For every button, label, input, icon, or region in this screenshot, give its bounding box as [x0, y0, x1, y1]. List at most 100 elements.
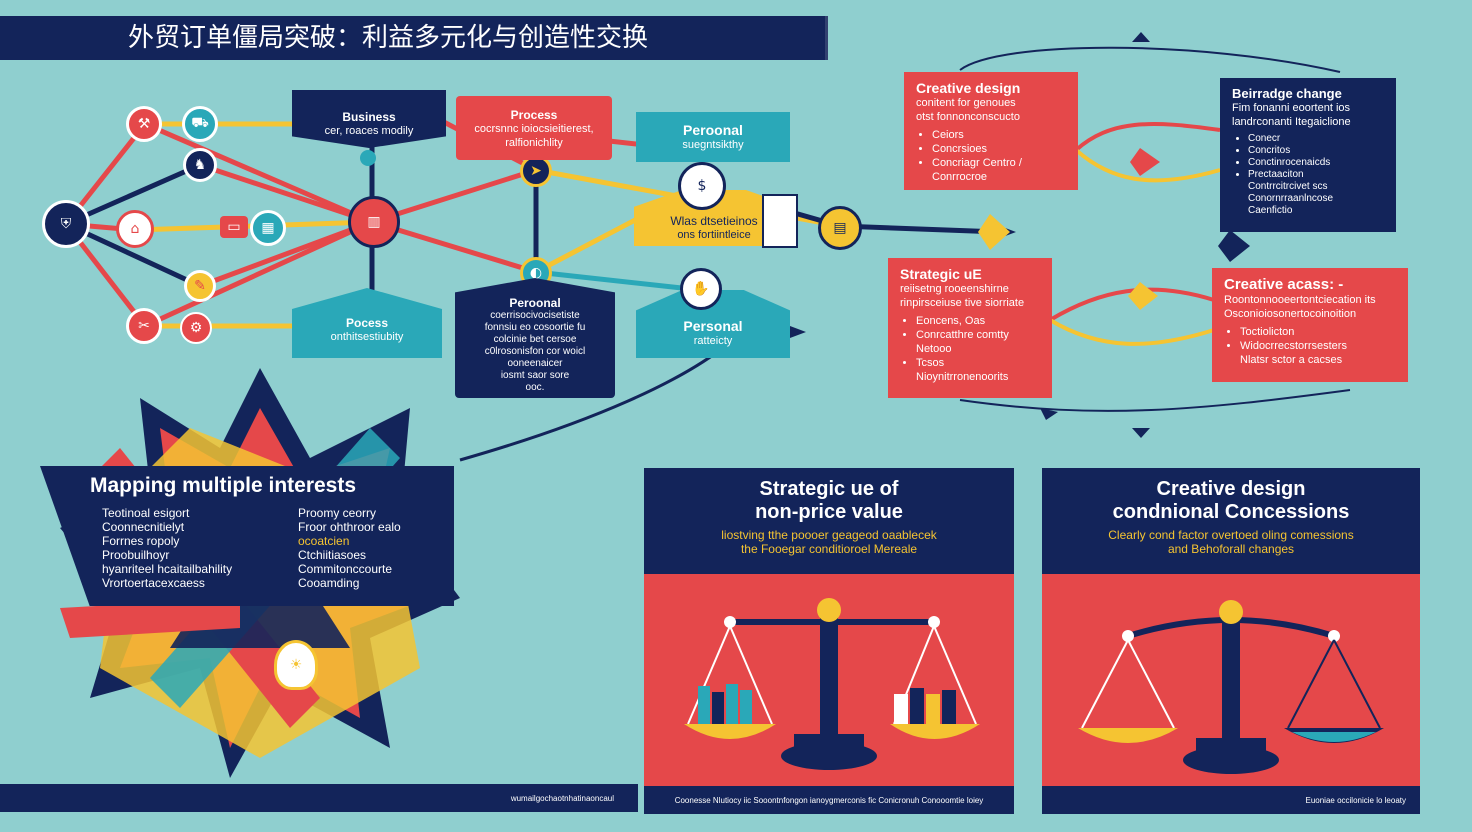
handshake-icon: ✋: [680, 268, 722, 310]
central-line1: Wlas dtsetieinos: [670, 214, 758, 228]
footer-left-text: wumailgochaotnhatinaoncaul: [510, 793, 614, 803]
strategic-panel-footer: Coonesse Nlutiocy iic Sooontnfongon iano…: [644, 786, 1014, 814]
cog-icon: ⚙: [180, 312, 212, 344]
list-item: Tcsos: [916, 356, 1040, 370]
list-item: Ceiors: [932, 128, 1066, 142]
personal-navy-line: fonnsiu eo cosoortie fu: [484, 322, 586, 333]
shield-icon: ⛨: [42, 200, 90, 248]
mapping-left-item: Proobuilhoyr: [102, 548, 170, 562]
creative-panel-body: [1042, 574, 1420, 786]
page-title: 外贸订单僵局突破：利益多元化与创造性交换: [0, 16, 828, 60]
strategic-panel-title2: non-price value: [755, 501, 903, 523]
creative-panel-title2: condnional Concessions: [1112, 501, 1350, 523]
personal-top-title: Peroonal: [683, 122, 743, 138]
mapping-right-item: Commitonccourte: [298, 562, 393, 576]
list-item: Concrsioes: [932, 142, 1066, 156]
mapping-right-item: Ctchiitiasoes: [298, 548, 367, 562]
creative-design-sub1: conitent for genoues: [916, 97, 1016, 109]
connector-dot: [360, 150, 376, 166]
scale-icon: [684, 598, 980, 770]
creative-panel-sub2: and Behoforall changes: [1167, 542, 1295, 556]
creative-design-title: Creative design: [916, 80, 1021, 96]
personal-navy-line: coerrisocivocisetiste: [490, 310, 580, 321]
strategic-use-title: Strategic uE: [900, 266, 982, 282]
gear-icon: ✂: [126, 308, 162, 344]
strategic-panel-body: [644, 574, 1014, 786]
strategic-panel-sub1: liostving tthe poooer geageod oaablecek: [721, 528, 937, 542]
creative-panel-sub1: Clearly cond factor overtoed oling comes…: [1108, 528, 1354, 542]
process-bottom-sub: onthitsestiubity: [330, 331, 404, 343]
report-icon: [762, 194, 798, 248]
strategic-panel-footer-text: Coonesse Nlutiocy iic Sooontnfongon iano…: [674, 795, 984, 805]
factory-icon: ⌂: [116, 210, 154, 248]
mapping-title: Mapping multiple interests: [90, 474, 357, 497]
creative-panel-footer: Euoniae occilonicie lo leoaty: [1042, 786, 1420, 814]
process-bottom-title: Pocess: [345, 316, 389, 330]
strategic-panel: Strategic ue of non-price value liostvin…: [644, 468, 1014, 814]
strategic-use-box: Strategic uE reiisetng rooeenshirne rinp…: [888, 258, 1052, 398]
process-top-sub2: ralfionichlity: [505, 137, 563, 149]
document-icon: ▤: [818, 206, 862, 250]
mapping-panel: Mapping multiple interests Teotinoal esi…: [40, 466, 454, 606]
wrench-icon: ✎: [184, 270, 216, 302]
truck-icon: ⛟: [182, 106, 218, 142]
personal-top-node: Peroonal suegntsikthy: [636, 112, 790, 162]
strategic-use-sub1: reiisetng rooeenshirne: [900, 283, 1009, 295]
personal-bottom-sub: ratteicty: [693, 335, 733, 347]
person-icon: ♞: [183, 148, 217, 182]
mapping-left-item: Coonnecnitielyt: [102, 520, 185, 534]
behavioral-change-sub1: Fim fonanni eoortent ios: [1232, 102, 1351, 114]
creative-panel-footer-text: Euoniae occilonicie lo leoaty: [1305, 795, 1406, 805]
creative-access-box: Creative acass: - Roontonnooeertontcieca…: [1212, 268, 1408, 382]
list-item: Conctinrocenaicds: [1248, 157, 1384, 169]
strategic-panel-header: Strategic ue of non-price value liostvin…: [644, 468, 1014, 574]
behavioral-extra: Contrrcitrcivet scs: [1248, 181, 1328, 192]
mapping-right-item: ocoatcien: [298, 534, 350, 548]
process-top-sub1: cocrsnnc ioiocsieitierest,: [474, 123, 594, 135]
building-icon: ▥: [348, 196, 400, 248]
personal-navy-line: iosmt saor sore: [500, 370, 570, 381]
mapping-left-item: Forrnes ropoly: [102, 534, 180, 548]
footer-left: wumailgochaotnhatinaoncaul: [0, 784, 638, 812]
list-item: Prectaaciton: [1248, 169, 1384, 181]
list-item: Widocrrecstorrsesters: [1240, 339, 1396, 353]
personal-navy-title: Peroonal: [509, 296, 561, 310]
strategic-use-sub2: rinpirsceiuse tive siorriate: [900, 297, 1025, 309]
behavioral-change-title: Beirradge change: [1232, 86, 1342, 101]
business-title: Business: [342, 110, 396, 124]
battery-icon: ▭: [220, 216, 248, 238]
creative-design-sub2: otst fonnonconscucto: [916, 111, 1020, 123]
strategic-panel-sub2: the Fooegar conditioroel Mereale: [740, 542, 918, 556]
behavioral-change-sub2: landrconanti Itegaiclione: [1232, 116, 1351, 128]
personal-navy-line: ooc.: [525, 382, 545, 393]
mapping-left-item: Teotinoal esigort: [102, 506, 190, 520]
list-item: Conrcatthre comtty: [916, 328, 1040, 342]
creative-access-title: Creative acass: -: [1224, 276, 1344, 293]
business-node: Business cer, roaces modily: [292, 90, 446, 148]
personal-bottom-title: Personal: [683, 318, 743, 334]
mapping-left-item: hyanriteel hcaitailbahility: [102, 562, 233, 576]
personal-navy-line: ooneenaicer: [507, 358, 563, 369]
creative-panel-header: Creative design condnional Concessions C…: [1042, 468, 1420, 574]
behavioral-extra: Caenfictio: [1248, 205, 1293, 216]
strategic-extra: Netooo: [916, 343, 952, 355]
balance-scale-icon: [1078, 600, 1384, 774]
list-item: Concriagr Centro /: [932, 156, 1066, 170]
process-top-title: Process: [510, 108, 558, 122]
money-icon: $: [678, 162, 726, 210]
strategic-panel-title1: Strategic ue of: [759, 478, 899, 500]
mapping-left-item: Vrortoertacexcaess: [102, 576, 205, 590]
list-item: Conecr: [1248, 133, 1384, 145]
central-line2: ons fortiintleice: [677, 229, 751, 241]
calculator-icon: ▦: [250, 210, 286, 246]
lightbulb-icon: ☀: [274, 640, 318, 690]
behavioral-change-box: Beirradge change Fim fonanni eoortent io…: [1220, 78, 1396, 232]
list-item: Toctiolicton: [1240, 325, 1396, 339]
list-item: Concritos: [1248, 145, 1384, 157]
mapping-right-item: Froor ohthroor ealo: [298, 520, 401, 534]
creative-panel: Creative design condnional Concessions C…: [1042, 468, 1420, 814]
personal-top-sub: suegntsikthy: [682, 139, 744, 151]
personal-navy-line: colcinie bet cersoe: [493, 334, 577, 345]
process-top-node: Process cocrsnnc ioiocsieitierest, ralfi…: [456, 96, 612, 160]
strategic-extra: Nioynitrronenoorits: [916, 371, 1009, 383]
